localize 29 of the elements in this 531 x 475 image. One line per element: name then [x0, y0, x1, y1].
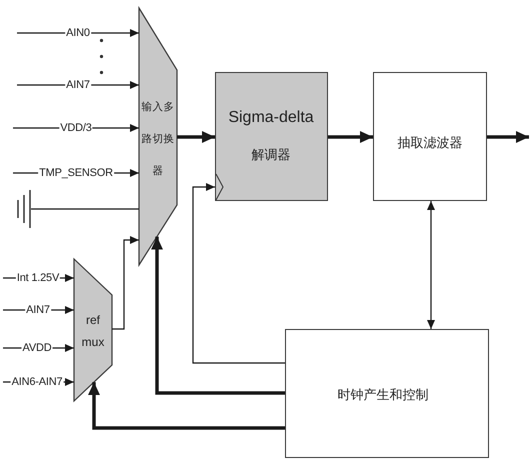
arrow — [112, 236, 139, 330]
arrow — [487, 131, 529, 143]
signal-label: TMP_SENSOR — [38, 167, 114, 179]
signal-label: VDD/3 — [59, 122, 93, 134]
arrow — [192, 183, 285, 364]
process-box — [373, 72, 487, 201]
signal-label: AVDD — [22, 342, 52, 354]
block-label: 抽取滤波器 — [398, 134, 462, 152]
block-label: 输入多路切换器 — [142, 100, 174, 179]
arrow — [328, 131, 373, 143]
arrow — [151, 236, 285, 395]
multiplexer-block — [139, 8, 177, 265]
process-box — [285, 329, 489, 458]
block-label: ref mux — [80, 312, 106, 351]
process-box — [215, 72, 328, 201]
signal-label: AIN7 — [65, 79, 91, 91]
arrow — [177, 131, 215, 143]
signal-label: AIN6-AIN7 — [10, 376, 64, 388]
signal-label: AIN0 — [65, 27, 91, 39]
signal-label: AIN7 — [25, 304, 51, 316]
connector-line — [31, 208, 139, 210]
multiplexer-block — [74, 259, 112, 401]
arrow — [427, 201, 435, 329]
block-label: 解调器 — [252, 146, 290, 164]
arrow — [88, 382, 285, 430]
ground-symbol — [16, 189, 31, 229]
block-title: Sigma-delta — [228, 109, 314, 127]
signal-label: Int 1.25V — [16, 272, 60, 284]
block-label: 时钟产生和控制 — [338, 386, 428, 404]
